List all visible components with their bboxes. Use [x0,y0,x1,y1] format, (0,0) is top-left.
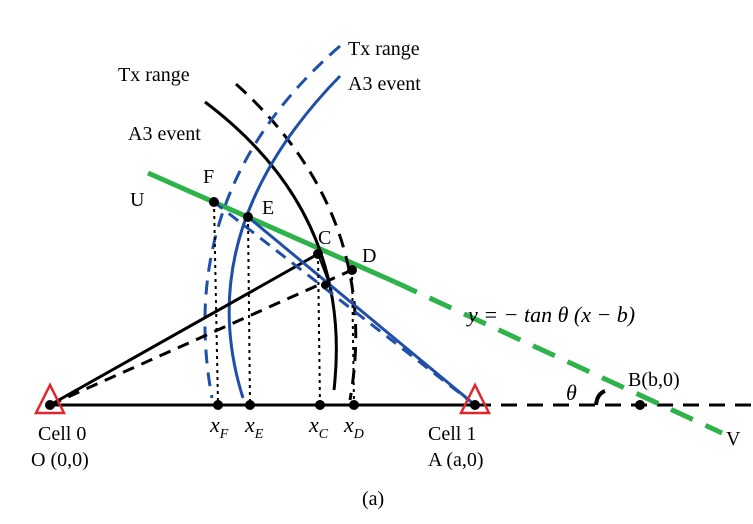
label-xf: xF [209,412,229,442]
cell1-dot [470,400,480,410]
line-c-to-a [317,253,331,287]
label-cell0-name: Cell 0 [38,423,86,445]
cell1-triangle-icon [458,382,492,415]
label-point-u: U [130,189,145,211]
label-point-b: B(b,0) [628,369,680,391]
label-point-c: C [318,227,331,249]
label-point-v: V [726,428,741,450]
label-xc: xC [308,412,329,442]
line-a-to-e [247,215,476,407]
point-d-dot [347,265,357,275]
projection-d [351,269,355,406]
cell0-triangle-icon [33,382,67,415]
tx-range-blue-curve [203,44,341,399]
label-tx-range-blue: Tx range [348,38,420,60]
label-cell1-name: Cell 1 [428,423,476,445]
point-e-dot [243,212,253,222]
point-b-dot [635,400,645,410]
label-point-e: E [262,197,274,219]
projection-e [247,216,251,406]
label-cell1-coord: A (a,0) [428,449,484,471]
a3-event-blue-curve [227,74,342,399]
line-o-to-d-dashed [49,268,353,407]
angle-theta-arc [594,389,606,406]
projection-f [213,201,219,406]
label-a3-event-black: A3 event [128,123,201,145]
figure-caption: (a) [362,488,384,510]
line-a-to-f-dashed [213,200,476,407]
cell0-dot [45,400,55,410]
line-o-to-c [49,252,319,407]
a3-event-black-curve [204,100,338,391]
label-line-equation: y = − tan θ (x − b) [466,302,635,327]
axis-xf-dot [213,400,223,410]
axis-xd-dot [349,400,359,410]
label-point-f: F [203,166,214,188]
point-c-dot [313,249,323,259]
axis-xc-dot [315,400,325,410]
line-uv-solid [146,170,397,285]
label-xd: xD [343,412,364,442]
axis-xe-dot [245,400,255,410]
label-point-d: D [362,245,376,267]
line-uv-dashed [393,279,724,436]
label-cell0-coord: O (0,0) [31,449,89,471]
label-xe: xE [244,412,264,442]
label-theta: θ [566,380,577,405]
label-a3-event-blue: A3 event [348,73,421,95]
point-c-lower-dot [321,281,329,289]
label-tx-range-black: Tx range [118,64,190,86]
point-f-dot [209,197,219,207]
